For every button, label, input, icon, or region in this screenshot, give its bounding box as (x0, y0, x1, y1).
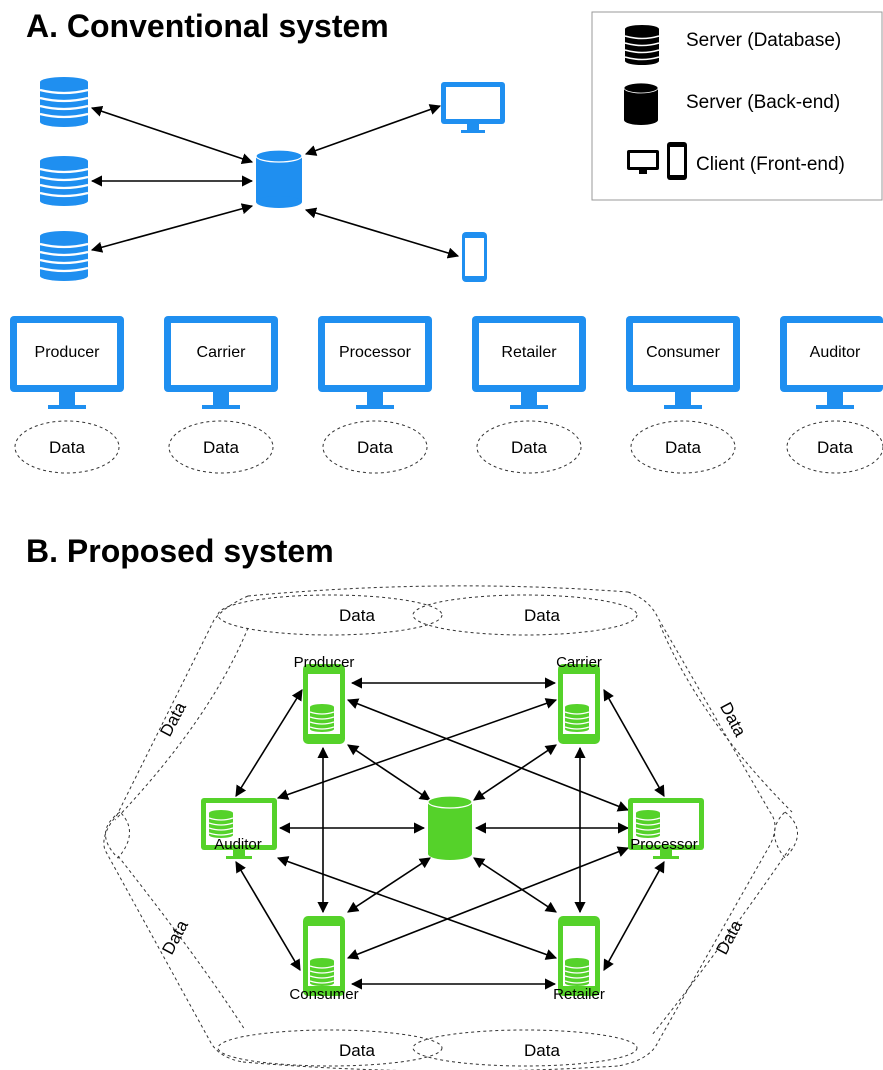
database-icon (309, 703, 335, 733)
desktop-monitor-icon (441, 82, 505, 133)
data-label: Data (339, 606, 375, 625)
database-icon (624, 24, 660, 66)
database-icon (564, 957, 590, 987)
data-label: Data (49, 438, 85, 457)
database-icon (635, 809, 661, 839)
node-label-processor: Processor (630, 836, 698, 853)
node-processor: Processor (628, 798, 704, 859)
node-consumer: Consumer (289, 916, 359, 1003)
node-carrier: Carrier (556, 654, 602, 744)
connection-arrow (90, 203, 254, 253)
connection-arrow (304, 207, 460, 259)
data-label: Data (524, 606, 560, 625)
data-label: Data (817, 438, 853, 457)
database-icon (38, 75, 90, 129)
connection-arrow (90, 105, 254, 165)
desktop-monitor-icon (627, 150, 659, 174)
data-label: Data (339, 1041, 375, 1060)
node-label-retailer: Retailer (553, 986, 605, 1003)
section-a-title: A. Conventional system (26, 8, 389, 44)
legend-database-label: Server (Database) (686, 30, 841, 51)
cylinder-server-icon (623, 82, 659, 125)
legend-backend-label: Server (Back-end) (686, 92, 840, 113)
monitor-label-processor: Processor (339, 344, 412, 361)
monitor-label-auditor: Auditor (810, 344, 861, 361)
data-store-ellipse (322, 420, 428, 474)
data-label: Data (156, 699, 190, 740)
data-label: Data (203, 438, 239, 457)
data-store-ellipse (476, 420, 582, 474)
data-store-ellipse (630, 420, 736, 474)
data-label: Data (665, 438, 701, 457)
participant-monitors: Producer Carrier Processor Retailer (10, 316, 883, 409)
legend-client-label: Client (Front-end) (696, 154, 845, 175)
database-icon (38, 154, 90, 208)
database-icon (38, 229, 90, 283)
data-store-ellipse (14, 420, 120, 474)
cylinder-server-icon (255, 149, 303, 208)
desktop-monitor-icon: Consumer (626, 316, 740, 409)
monitor-label-producer: Producer (35, 344, 101, 361)
data-label: Data (357, 438, 393, 457)
monitor-label-retailer: Retailer (501, 344, 557, 361)
data-label: Data (716, 699, 750, 740)
node-label-carrier: Carrier (556, 654, 602, 671)
database-icon (208, 809, 234, 839)
node-label-producer: Producer (294, 654, 355, 671)
desktop-monitor-icon: Auditor (780, 316, 883, 409)
data-label: Data (511, 438, 547, 457)
shared-data-ring (103, 585, 798, 1070)
legend: Server (Database) Server (Back-end) Clie… (591, 11, 883, 201)
node-auditor: Auditor (201, 798, 277, 859)
desktop-monitor-icon: Carrier (164, 316, 278, 409)
desktop-monitor-icon: Producer (10, 316, 124, 409)
node-label-consumer: Consumer (289, 986, 358, 1003)
monitor-label-carrier: Carrier (197, 344, 247, 361)
data-label: Data (524, 1041, 560, 1060)
data-label: Data (712, 917, 746, 958)
section-b-title: B. Proposed system (26, 533, 334, 569)
mobile-phone-icon (667, 142, 687, 180)
peer-connections (235, 677, 665, 990)
desktop-monitor-icon: Retailer (472, 316, 586, 409)
node-producer: Producer (294, 654, 355, 744)
node-label-auditor: Auditor (214, 836, 262, 853)
node-retailer: Retailer (553, 916, 605, 1003)
data-ellipses-row: Data Data Data Data Data Data (14, 420, 883, 474)
data-store-ellipse (168, 420, 274, 474)
cylinder-server-icon (427, 795, 473, 860)
database-icon (564, 703, 590, 733)
connection-arrow (304, 104, 442, 156)
mobile-phone-icon (462, 232, 487, 282)
data-label: Data (158, 917, 192, 958)
database-icon (309, 957, 335, 987)
monitor-label-consumer: Consumer (646, 344, 720, 361)
desktop-monitor-icon: Processor (318, 316, 432, 409)
